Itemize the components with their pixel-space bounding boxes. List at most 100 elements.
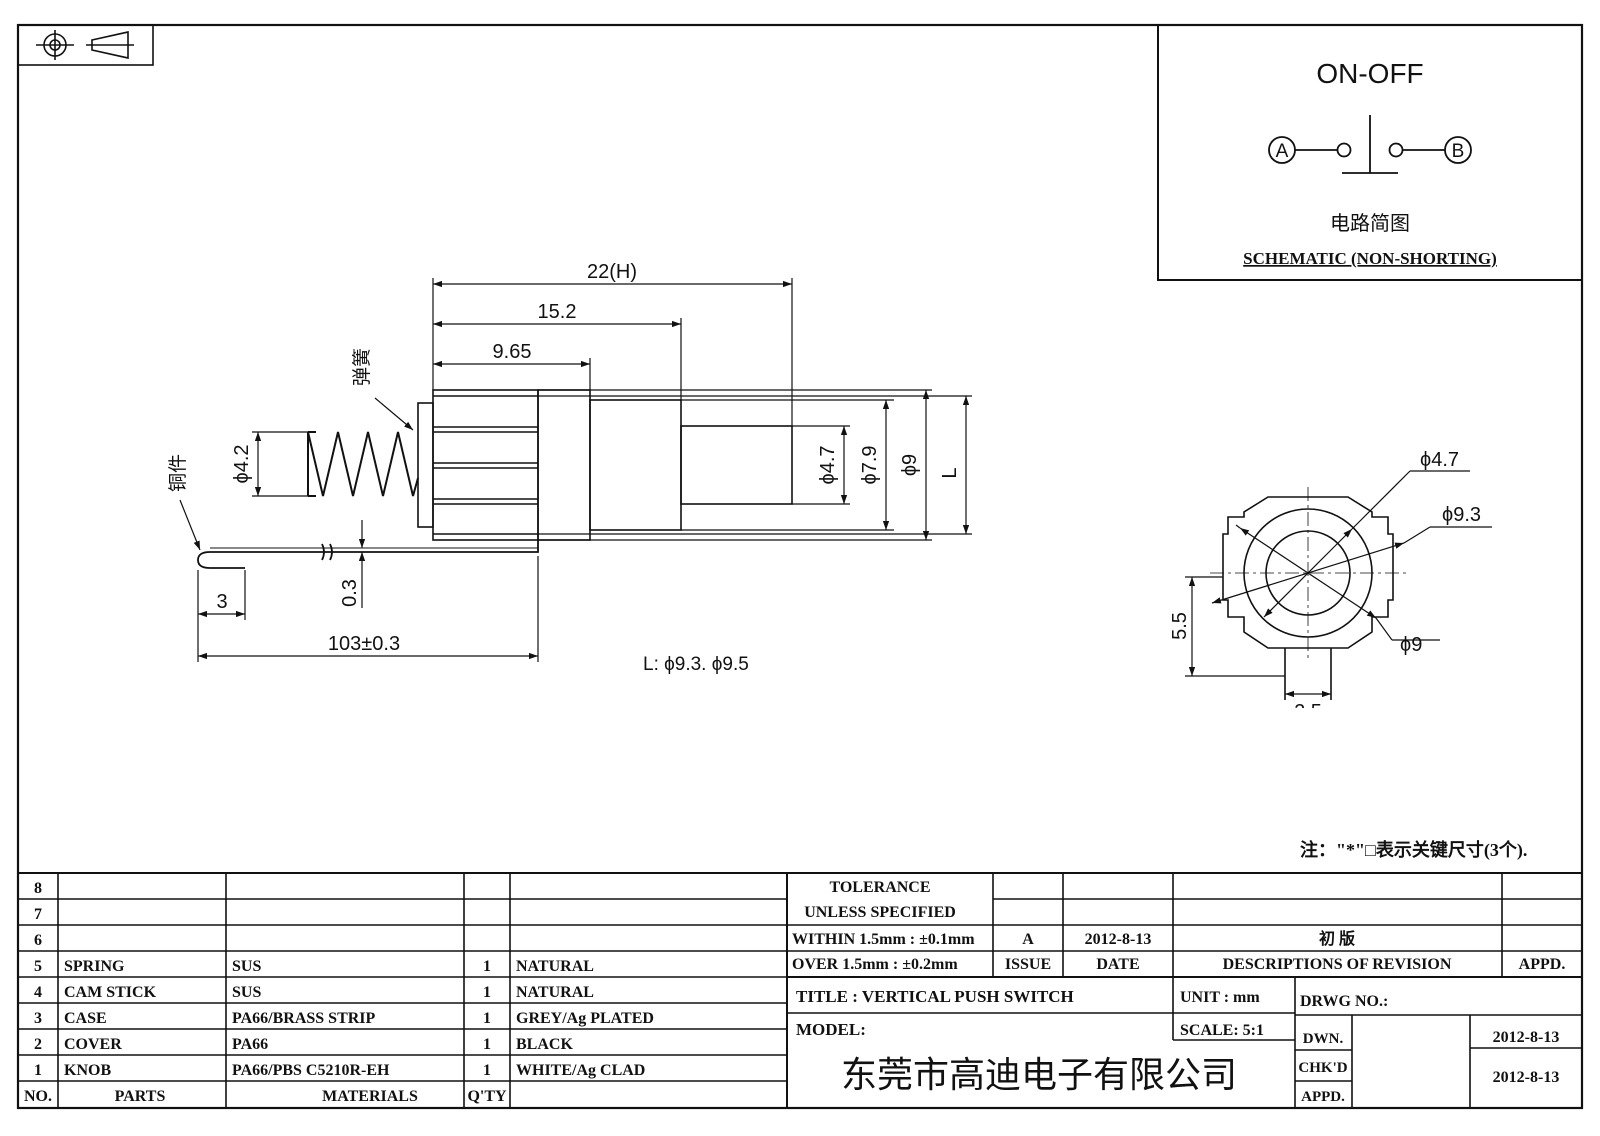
switch-symbol — [1268, 115, 1472, 174]
dwn-label: DWN. — [1303, 1031, 1344, 1047]
key-dimension-note: 注："*"□表示关键尺寸(3个). — [1300, 839, 1527, 861]
bom-header: NO. PARTS MATERIALS Q'TY — [24, 1088, 507, 1105]
bom-finish: NATURAL — [516, 958, 594, 975]
end-view-labels: ϕ4.7 ϕ9.3 ϕ9 5.5 2.5 — [1169, 449, 1481, 723]
revision-desc: 初 版 — [1319, 929, 1355, 948]
revision-date: 2012-8-13 — [1085, 931, 1152, 948]
end-view — [1210, 487, 1406, 700]
dim-outer-label: ϕ9.3 — [1442, 504, 1481, 526]
bom-no: 3 — [34, 1010, 42, 1027]
bom-material: PA66 — [232, 1036, 268, 1053]
bom-no: 8 — [34, 880, 42, 897]
schematic-box: ON-OFF A B 电路简图 SCHEMATIC (NON-SHORTING) — [1157, 24, 1583, 281]
knob-body — [432, 389, 539, 541]
bom-material: SUS — [232, 984, 261, 1001]
dim-body-label: ϕ9 — [1400, 634, 1422, 656]
side-view — [197, 389, 793, 569]
bom-part: KNOB — [64, 1062, 111, 1079]
company-name: 东莞市高迪电子有限公司 — [841, 1054, 1237, 1095]
bom-finish: BLACK — [516, 1036, 573, 1053]
dim-total-label: 22(H) — [587, 261, 637, 283]
bom-material: PA66/PBS C5210R-EH — [232, 1062, 390, 1079]
case-body — [537, 389, 591, 541]
scale-field: SCALE: 5:1 — [1180, 1022, 1264, 1039]
projection-symbol — [17, 24, 154, 66]
dim-stem-dia-label: ϕ4.7 — [817, 445, 839, 484]
side-dimension-labels: 22(H) 15.2 9.65 弹簧 铜件 ϕ4.2 ϕ4.7 ϕ7.9 ϕ9 … — [167, 261, 961, 675]
bom-no: 7 — [34, 906, 42, 923]
header-issue: ISSUE — [1005, 956, 1051, 973]
end-view-dimensions — [1185, 470, 1492, 698]
dim-mid-label: 15.2 — [538, 301, 577, 323]
sheet-border — [16, 23, 1584, 1110]
bom-no: 2 — [34, 1036, 42, 1053]
length-note: L: ϕ9.3. ϕ9.5 — [643, 654, 749, 675]
schematic-caption-en: SCHEMATIC (NON-SHORTING) — [1243, 249, 1497, 268]
tolerance-title: TOLERANCE — [829, 879, 930, 896]
bom-part: CAM STICK — [64, 984, 157, 1001]
title-fields: TITLE : VERTICAL PUSH SWITCH UNIT : mm D… — [796, 987, 1559, 1105]
bom-finish: WHITE/Ag CLAD — [516, 1062, 645, 1079]
bom-finish: NATURAL — [516, 984, 594, 1001]
header-materials: MATERIALS — [322, 1088, 418, 1105]
bom-part: COVER — [64, 1036, 122, 1053]
dim-short-label: 9.65 — [493, 341, 532, 363]
bom-no: 5 — [34, 958, 42, 975]
bom-qty: 1 — [483, 958, 491, 975]
spring — [307, 431, 419, 497]
appd-label: APPD. — [1301, 1089, 1345, 1105]
header-desc: DESCRIPTIONS OF REVISION — [1223, 956, 1452, 973]
model-field: MODEL: — [796, 1020, 866, 1039]
bom-material: SUS — [232, 958, 261, 975]
bom-part: CASE — [64, 1010, 107, 1027]
drwg-no-field: DRWG NO.: — [1300, 993, 1388, 1010]
bom-no: 1 — [34, 1062, 42, 1079]
bom-no: 6 — [34, 932, 42, 949]
cam-stick — [680, 425, 793, 505]
tolerance-over: OVER 1.5mm : ±0.2mm — [792, 956, 958, 973]
dim-d9-label: ϕ9 — [899, 454, 921, 476]
dim-spring-dia-label: ϕ4.2 — [231, 444, 253, 483]
end-view-outer-ring — [1222, 496, 1394, 649]
cover-body — [589, 399, 682, 531]
schematic-title: ON-OFF — [1316, 58, 1423, 89]
header-no: NO. — [24, 1088, 52, 1105]
copper-label: 铜件 — [167, 454, 189, 492]
bom-qty: 1 — [483, 1010, 491, 1027]
tolerance-block: TOLERANCE UNLESS SPECIFIED WITHIN 1.5mm … — [792, 879, 1565, 973]
dim-bend-label: 3 — [216, 591, 227, 613]
bom-material: PA66/BRASS STRIP — [232, 1010, 376, 1027]
terminal-b-circle — [1444, 136, 1472, 164]
bom-no: 4 — [34, 984, 42, 1001]
tolerance-sub: UNLESS SPECIFIED — [804, 904, 956, 921]
header-date: DATE — [1096, 956, 1139, 973]
header-qty: Q'TY — [467, 1088, 507, 1105]
chkd-label: CHK'D — [1298, 1060, 1347, 1076]
dim-inner-label: ϕ4.7 — [1420, 449, 1459, 471]
dim-l-label: L — [939, 467, 961, 478]
revision-issue: A — [1022, 931, 1034, 948]
terminal-b-label: B — [1452, 141, 1465, 162]
drawing-title: TITLE : VERTICAL PUSH SWITCH — [796, 987, 1074, 1006]
title-block-grid — [18, 872, 1582, 1108]
view-crop-mask — [1270, 708, 1350, 738]
bom-finish: GREY/Ag PLATED — [516, 1010, 654, 1027]
bom-qty: 1 — [483, 984, 491, 1001]
dim-offset-label: 5.5 — [1169, 612, 1191, 640]
dwn-date: 2012-8-13 — [1493, 1029, 1560, 1046]
side-dimensions — [179, 278, 972, 662]
chkd-date: 2012-8-13 — [1493, 1069, 1560, 1086]
bom-qty: 1 — [483, 1036, 491, 1053]
dim-thick-label: 0.3 — [339, 579, 361, 607]
terminal-a-label: A — [1276, 141, 1289, 162]
dim-length-label: 103±0.3 — [328, 633, 400, 655]
header-parts: PARTS — [115, 1088, 166, 1105]
schematic-caption-cn: 电路简图 — [1330, 212, 1410, 235]
spring-label: 弹簧 — [351, 348, 373, 386]
tolerance-within: WITHIN 1.5mm : ±0.1mm — [792, 931, 975, 948]
unit-field: UNIT : mm — [1180, 989, 1260, 1006]
header-appd: APPD. — [1519, 956, 1566, 973]
bom-part: SPRING — [64, 958, 125, 975]
